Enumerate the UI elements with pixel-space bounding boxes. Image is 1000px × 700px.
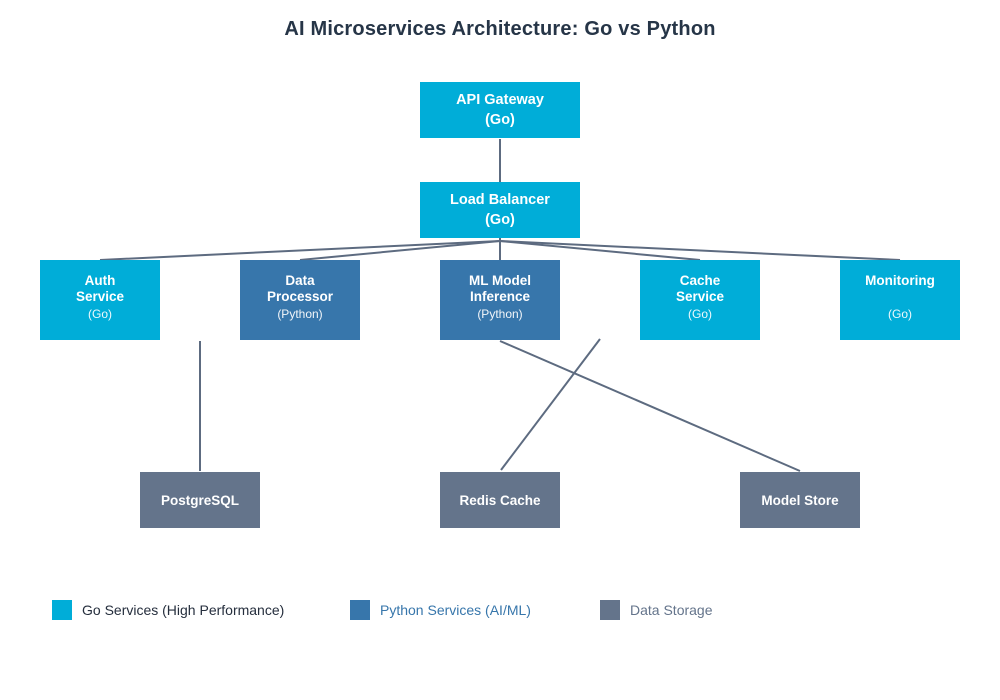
node-subtitle: (Python) [277, 307, 323, 321]
go-color-swatch [52, 600, 72, 620]
edge-cache-service-redis-cache [500, 338, 601, 471]
node-title: Monitoring [865, 273, 935, 288]
legend: Go Services (High Performance) Python Se… [0, 598, 1000, 622]
node-title: Data Processor [266, 273, 334, 304]
node-api-gateway: API Gateway (Go) [420, 82, 580, 138]
node-redis-cache: Redis Cache [440, 472, 560, 528]
node-title: Cache Service [675, 273, 725, 304]
node-subtitle: (Go) [88, 307, 112, 321]
node-subtitle: (Python) [477, 307, 523, 321]
edge-load-balancer-auth-service [99, 240, 501, 261]
edge-ml-inference-model-store [499, 340, 801, 472]
node-model-store: Model Store [740, 472, 860, 528]
legend-item-go-services: Go Services (High Performance) [52, 598, 284, 622]
legend-item-data-storage: Data Storage [600, 598, 713, 622]
node-postgresql: PostgreSQL [140, 472, 260, 528]
python-color-swatch [350, 600, 370, 620]
node-title: Redis Cache [459, 492, 541, 508]
edge-load-balancer-cache-service [499, 240, 701, 261]
legend-item-python-services: Python Services (AI/ML) [350, 598, 531, 622]
legend-label: Data Storage [630, 602, 713, 618]
node-title: ML Model Inference [469, 273, 531, 304]
legend-label: Python Services (AI/ML) [380, 602, 531, 618]
node-subtitle: (Go) [888, 307, 912, 321]
node-subtitle: (Go) [688, 307, 712, 321]
node-cache-service: Cache Service (Go) [640, 260, 760, 340]
node-ml-model-inference: ML Model Inference (Python) [440, 260, 560, 340]
node-auth-service: Auth Service (Go) [40, 260, 160, 340]
node-title: Model Store [761, 492, 839, 508]
page-title: AI Microservices Architecture: Go vs Pyt… [284, 18, 716, 40]
edge-load-balancer-monitoring [499, 240, 901, 261]
edge-load-balancer-data-processor [299, 240, 501, 261]
legend-label: Go Services (High Performance) [82, 602, 285, 618]
node-title: Load Balancer [450, 192, 550, 208]
node-data-processor: Data Processor (Python) [240, 260, 360, 340]
node-monitoring: Monitoring (Go) [840, 260, 960, 340]
node-title: Auth Service [75, 273, 125, 304]
node-title: API Gateway [456, 92, 544, 108]
node-subtitle: (Go) [485, 112, 515, 128]
node-load-balancer: Load Balancer (Go) [420, 182, 580, 238]
storage-color-swatch [600, 600, 620, 620]
node-subtitle: (Go) [485, 212, 515, 228]
node-title: PostgreSQL [160, 492, 239, 508]
